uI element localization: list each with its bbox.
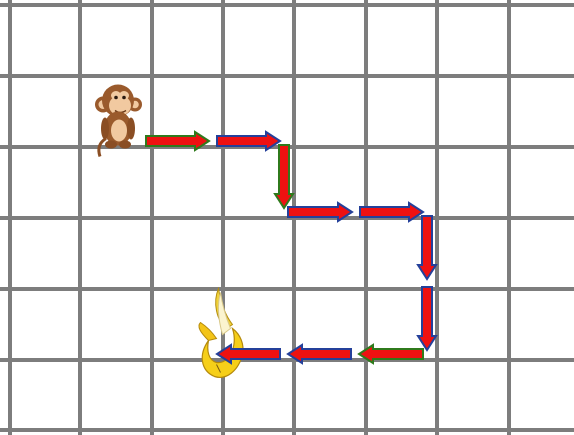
- game-board: [0, 0, 574, 435]
